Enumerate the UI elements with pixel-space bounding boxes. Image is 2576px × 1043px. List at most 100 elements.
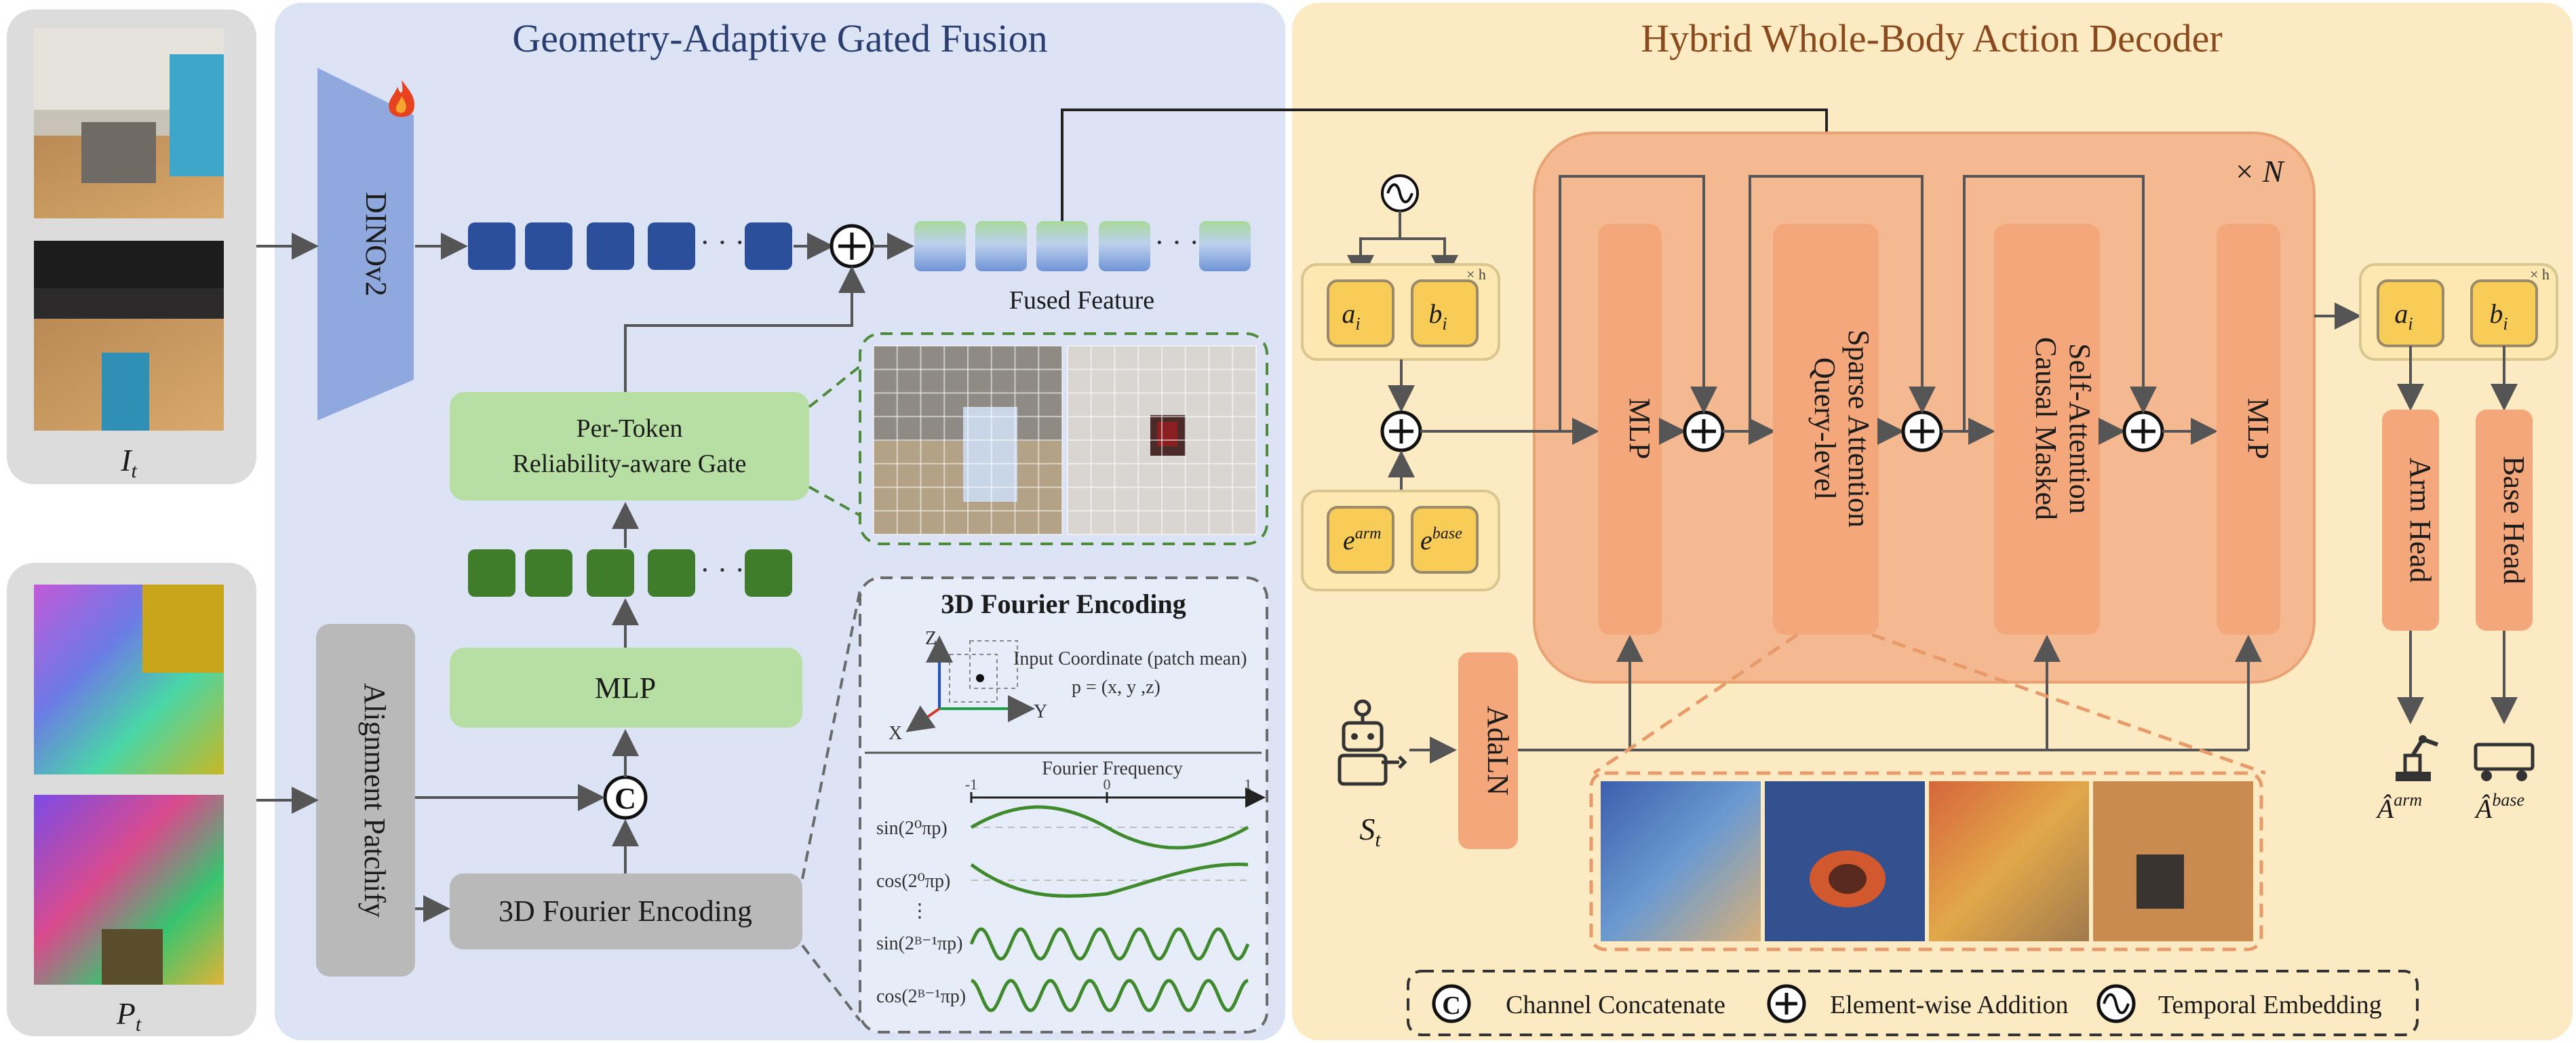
svg-text:C: C (1442, 991, 1460, 1020)
times-h-input: × h (1466, 266, 1486, 283)
base-head-label: Base Head (2497, 456, 2531, 584)
robot-icon (1338, 699, 1407, 786)
fourier-rows: sin(2⁰πp) cos(2⁰πp) ⋮ sin(2ᴮ⁻¹πp) cos(2ᴮ… (876, 805, 1250, 1012)
decoder-title: Hybrid Whole-Body Action Decoder (1641, 16, 2222, 60)
tick-pos-label: 1 (1245, 776, 1252, 793)
causal-attention-box (1994, 224, 2100, 635)
fourier-row-label-1: cos(2⁰πp) (876, 871, 950, 892)
legend-temporal-icon (2096, 984, 2136, 1023)
legend-concat-icon: C (1432, 984, 1471, 1023)
fused-token (914, 221, 966, 271)
fused-token (1199, 221, 1251, 271)
wave-cos-high (971, 979, 1249, 1012)
blue-token (525, 222, 572, 270)
adaln-box (1458, 652, 1518, 849)
fourier-encoding-box (450, 873, 802, 949)
output-base-label: Âbase (2474, 790, 2524, 824)
add-symbol-3 (2122, 410, 2164, 452)
output-arm-label: Âarm (2375, 790, 2422, 824)
fourier-row-dots: ⋮ (910, 901, 929, 922)
fused-token (975, 221, 1027, 271)
causal-attention-line2: Self-Attention (2063, 343, 2096, 514)
coordinate-axes: Z Y X (889, 628, 1047, 744)
fused-token (1036, 221, 1088, 271)
mobile-base-icon (2474, 743, 2535, 781)
token-a-input (1327, 279, 1394, 347)
image-input-label: It (120, 443, 137, 482)
query-attention-box (1773, 224, 1879, 635)
gate-grid-overlay (873, 345, 1257, 535)
fourier-panel-title: 3D Fourier Encoding (941, 589, 1186, 619)
wave-cos-low (970, 862, 1249, 898)
embedding-add-symbol (1380, 410, 1422, 452)
green-token (525, 549, 572, 597)
mlp-2-label: MLP (2242, 398, 2275, 459)
attention-map-1 (1601, 781, 1761, 941)
svg-text:· · ·: · · · (1154, 226, 1199, 259)
token-b-input (1411, 279, 1479, 347)
green-token (587, 549, 634, 597)
token-a-output (2377, 279, 2444, 347)
dinov2-label: DINOv2 (359, 192, 393, 296)
blue-token (468, 222, 515, 270)
legend-concat-label: Channel Concatenate (1506, 991, 1725, 1019)
alignment-patchify-label: Alignment Patchify (358, 683, 391, 918)
fusion-add-symbol (830, 224, 874, 269)
green-token-row: · · · (468, 549, 792, 597)
gate-label-line1: Per-Token (577, 414, 683, 443)
query-attention-line2: Sparse Attention (1842, 330, 1875, 528)
legend-temporal-label: Temporal Embedding (2158, 991, 2382, 1019)
svg-text:bi: bi (2489, 298, 2507, 334)
green-token (468, 549, 515, 597)
adaln-label: AdaLN (1481, 706, 1515, 795)
fusion-title: Geometry-Adaptive Gated Fusion (512, 16, 1047, 60)
attention-map-3 (1929, 781, 2089, 941)
gate-visualization-frame (859, 332, 1268, 545)
mlp-2-box (2217, 224, 2280, 635)
dinov2-encoder (317, 68, 414, 420)
wave-sin-low (970, 805, 1249, 850)
mlp-1-label: MLP (1623, 398, 1656, 459)
blue-token (648, 222, 695, 270)
arm-head-box (2382, 410, 2439, 631)
fire-icon (389, 80, 415, 117)
add-symbol-2 (1901, 410, 1943, 452)
point-map-1 (34, 585, 224, 774)
axis-y-label: Y (1034, 701, 1047, 722)
axis-z-label: Z (925, 628, 937, 649)
token-b-output (2470, 279, 2538, 347)
blue-token (587, 222, 634, 270)
point-input-label: Pt (116, 996, 142, 1036)
gate-label-line2: Reliability-aware Gate (512, 450, 746, 478)
fourier-encoding-label: 3D Fourier Encoding (499, 894, 752, 928)
reliability-gate-box (450, 392, 809, 500)
fused-token-row: · · · (914, 221, 1251, 271)
blue-token-row: · · · (468, 222, 792, 270)
fourier-row-label-2: sin(2ᴮ⁻¹πp) (876, 933, 962, 954)
fourier-detail-panel (859, 576, 1268, 1034)
mlp-1-box (1598, 224, 1662, 635)
fused-token (1099, 221, 1150, 271)
legend-add-label: Element-wise Addition (1830, 991, 2068, 1019)
rgb-image-2 (34, 241, 224, 431)
blue-token (745, 222, 792, 270)
mlp-left-label: MLP (595, 671, 656, 705)
fourier-frequency-label: Fourier Frequency (1042, 758, 1183, 779)
fused-feature-label: Fused Feature (1009, 286, 1154, 315)
svg-text:bi: bi (1428, 298, 1447, 334)
fourier-row-label-3: cos(2ᴮ⁻¹πp) (876, 986, 966, 1007)
robot-arm-icon (2396, 735, 2439, 781)
legend-add-icon (1767, 984, 1806, 1023)
query-attention-line1: Query-level (1808, 357, 1841, 500)
alignment-patchify-box (316, 624, 415, 977)
fourier-row-label-0: sin(2⁰πp) (876, 818, 948, 839)
mlp-left-box (450, 648, 802, 728)
add-symbol-1 (1683, 410, 1725, 452)
causal-attention-line1: Causal Masked (2029, 337, 2063, 520)
axis-x-label: X (889, 723, 902, 744)
wave-sin-high (969, 927, 1250, 961)
tick-zero-label: 0 (1104, 776, 1111, 793)
input-coordinate-label: Input Coordinate (patch mean) (1013, 648, 1247, 669)
rgb-image-1 (34, 28, 224, 218)
repeat-label: × N (2233, 154, 2285, 189)
